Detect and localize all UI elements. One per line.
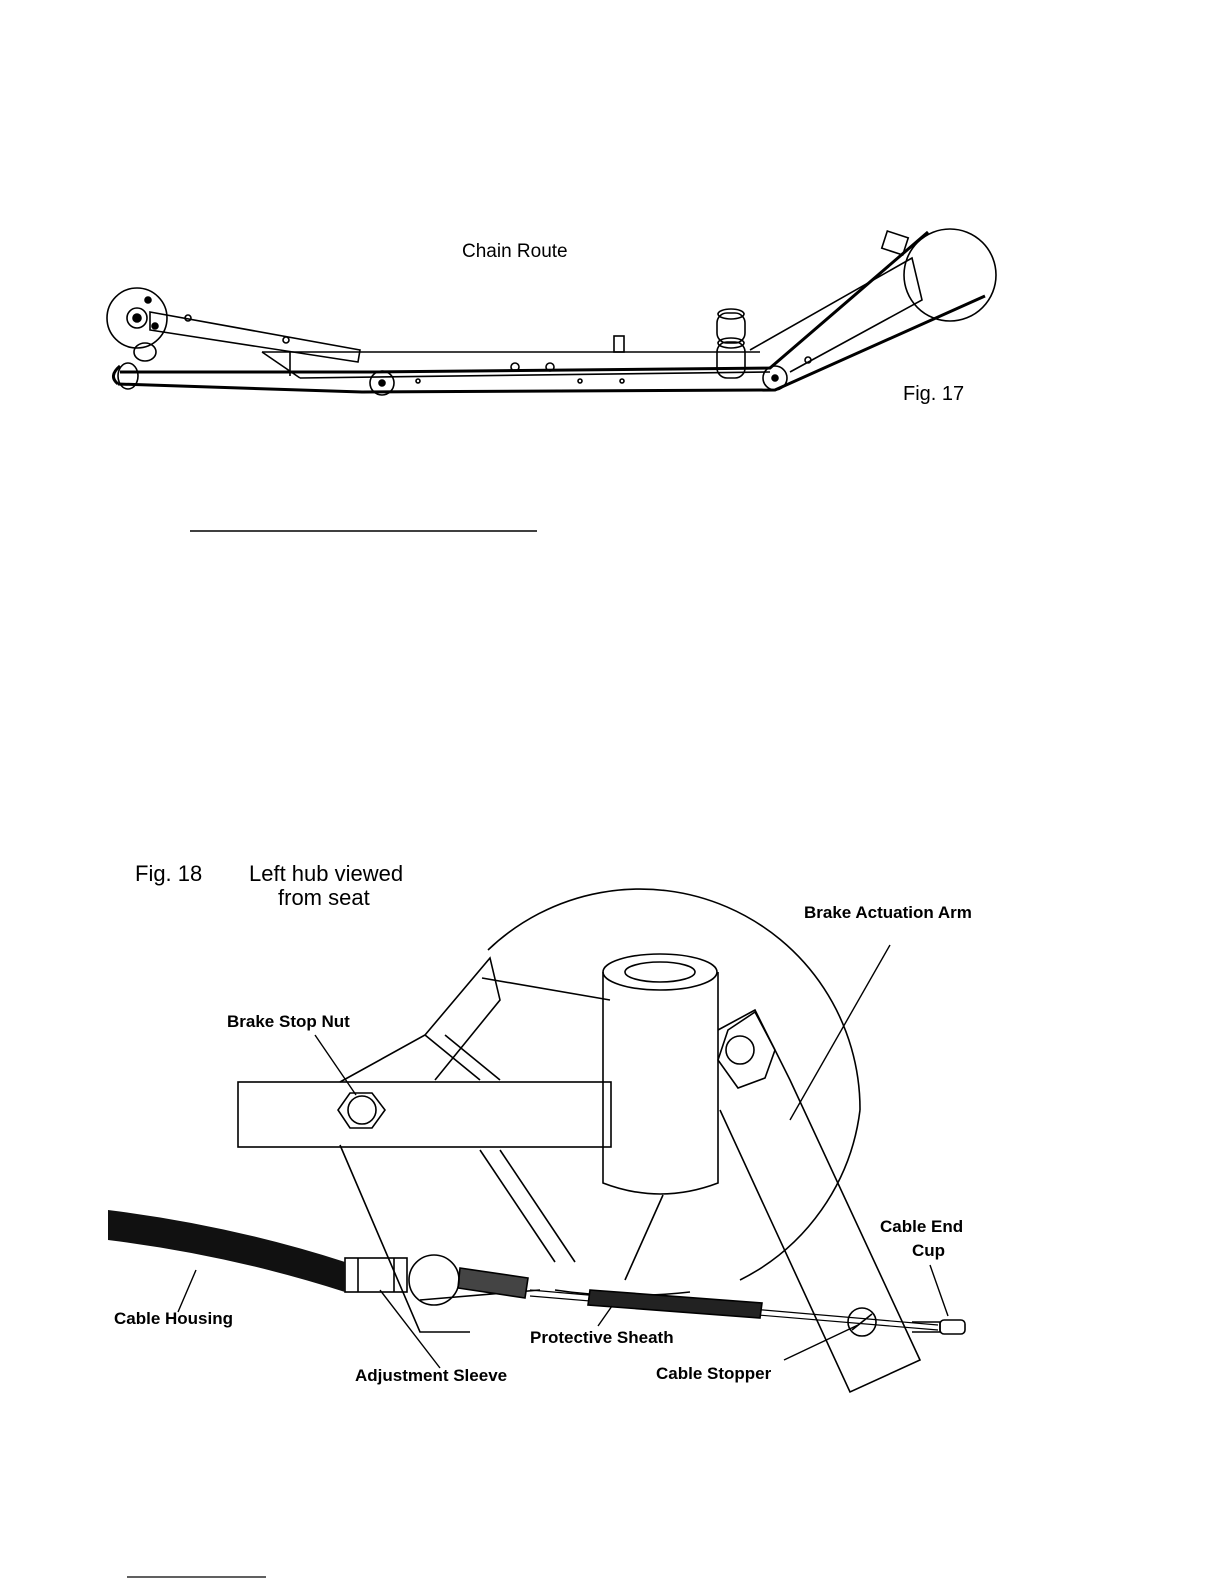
fig17-title: Chain Route (462, 241, 568, 263)
hub-disc-right (740, 1110, 860, 1280)
front-boom (750, 258, 922, 372)
label-adjustment-sleeve: Adjustment Sleeve (355, 1366, 507, 1386)
fig18-label: Fig. 18 (135, 861, 202, 887)
label-cable-end-cup-line1: Cable End (880, 1217, 963, 1237)
fig17-label: Fig. 17 (903, 383, 964, 406)
fig18-caption-line1: Left hub viewed (249, 861, 403, 887)
label-brake-stop-nut: Brake Stop Nut (227, 1012, 350, 1032)
label-cable-housing: Cable Housing (114, 1309, 233, 1329)
brake-stop-nut-shape (338, 1093, 385, 1128)
cable-end-cup-shape (940, 1320, 965, 1334)
adjuster-ball (409, 1255, 459, 1305)
fig18-caption-line2: from seat (278, 885, 370, 911)
label-cable-end-cup-line2: Cup (912, 1241, 945, 1261)
adjustment-sleeve-shape (345, 1258, 407, 1292)
horizontal-bar (238, 1082, 611, 1147)
label-protective-sheath: Protective Sheath (530, 1328, 674, 1348)
cable-housing-shape (108, 1210, 345, 1292)
label-brake-actuation-arm: Brake Actuation Arm (804, 903, 972, 923)
brake-stop-plate (340, 958, 500, 1082)
main-cylinder (603, 972, 718, 1194)
rear-arm (150, 312, 360, 362)
chain-lower-run (118, 296, 985, 392)
frame-tab (614, 336, 624, 352)
brake-actuation-arm-shape (718, 1010, 920, 1392)
label-cable-stopper: Cable Stopper (656, 1364, 771, 1384)
front-chainring (904, 229, 996, 321)
